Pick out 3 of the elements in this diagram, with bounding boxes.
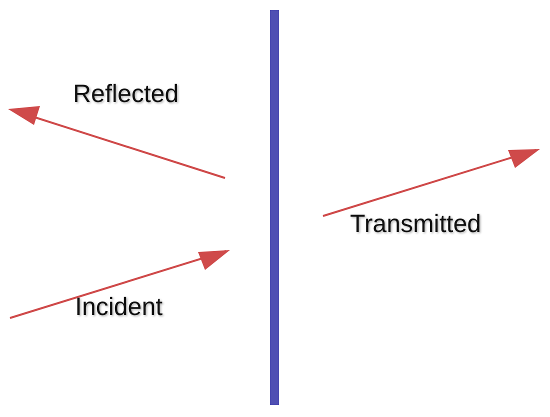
ray-label: Transmitted — [350, 210, 482, 239]
ray-label: Incident — [75, 293, 163, 322]
ray-label: Reflected — [73, 80, 179, 109]
